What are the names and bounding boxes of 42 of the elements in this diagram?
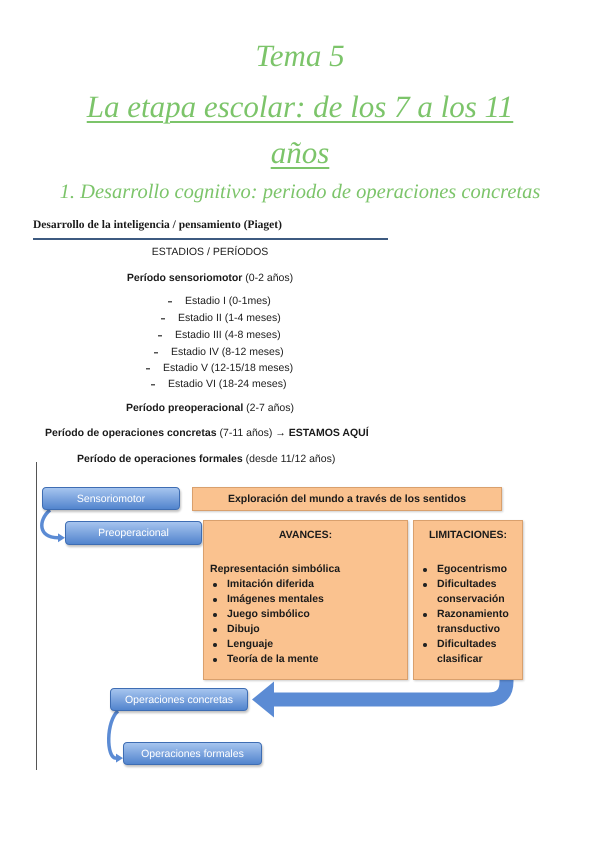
list-panel <box>203 520 408 680</box>
substage-item: Estadio IV (8-12 meses) <box>171 346 284 359</box>
list-item: Dificultades clasificar <box>437 637 498 667</box>
list-item: Dificultades conservación <box>437 577 506 607</box>
chapter-title: La etapa escolar: de los 7 a los 11 años <box>86 88 514 172</box>
stage-line: Período de operaciones formales (desde 11/12 años) <box>77 453 336 466</box>
stage-box <box>123 742 262 765</box>
panel-heading: LIMITACIONES: <box>429 529 507 542</box>
substage-item: Estadio V (12-15/18 meses) <box>163 362 294 375</box>
list-item: Egocentrismo <box>437 562 508 577</box>
substage-item: Estadio III (4-8 meses) <box>175 329 281 342</box>
subsection-heading: Desarrollo de la inteligencia / pensamiento (Piaget) <box>33 219 282 231</box>
stage-label: Operaciones formales <box>141 748 244 760</box>
list-panel <box>413 520 523 680</box>
stage-label: Preoperacional <box>98 527 169 539</box>
stage-line: Período de operaciones concretas (7-11 años) → ESTAMOS AQUÍ <box>45 427 369 440</box>
stage-line: Período preoperacional (2-7 años) <box>126 402 294 415</box>
list-item: Juego simbólico <box>227 607 310 622</box>
list-heading: Representación simbólica <box>210 562 340 577</box>
list-item: Imágenes mentales <box>227 592 324 607</box>
list-item: Razonamiento transductivo <box>437 607 510 637</box>
stage-box <box>65 521 202 545</box>
info-box <box>192 487 502 511</box>
stage-line: Período sensoriomotor (0-2 años) <box>126 272 294 285</box>
substage-item: Estadio I (0-1mes) <box>185 295 271 308</box>
substage-item: Estadio II (1-4 meses) <box>178 312 281 325</box>
topic-title: Tema 5 <box>255 38 345 74</box>
curved-arrow <box>107 710 123 762</box>
stage-box <box>110 688 248 711</box>
section-heading: 1. Desarrollo cognitivo: periodo de operaciones concretas <box>60 181 540 204</box>
stage-label: Operaciones concretas <box>125 694 233 706</box>
substage-item: Estadio VI (18-24 meses) <box>168 378 286 391</box>
stage-box <box>42 487 180 510</box>
box-text: Exploración del mundo a través de los sentidos <box>228 493 466 505</box>
curved-arrow <box>40 508 65 542</box>
list-item: Imitación diferida <box>227 577 314 592</box>
column-heading: ESTADIOS / PERÍODOS <box>152 246 268 259</box>
stage-label: Sensoriomotor <box>76 492 146 504</box>
list-item: Lenguaje <box>227 637 274 652</box>
list-item: Dibujo <box>227 622 260 637</box>
panel-heading: AVANCES: <box>278 529 332 542</box>
list-item: Teoría de la mente <box>227 652 318 667</box>
